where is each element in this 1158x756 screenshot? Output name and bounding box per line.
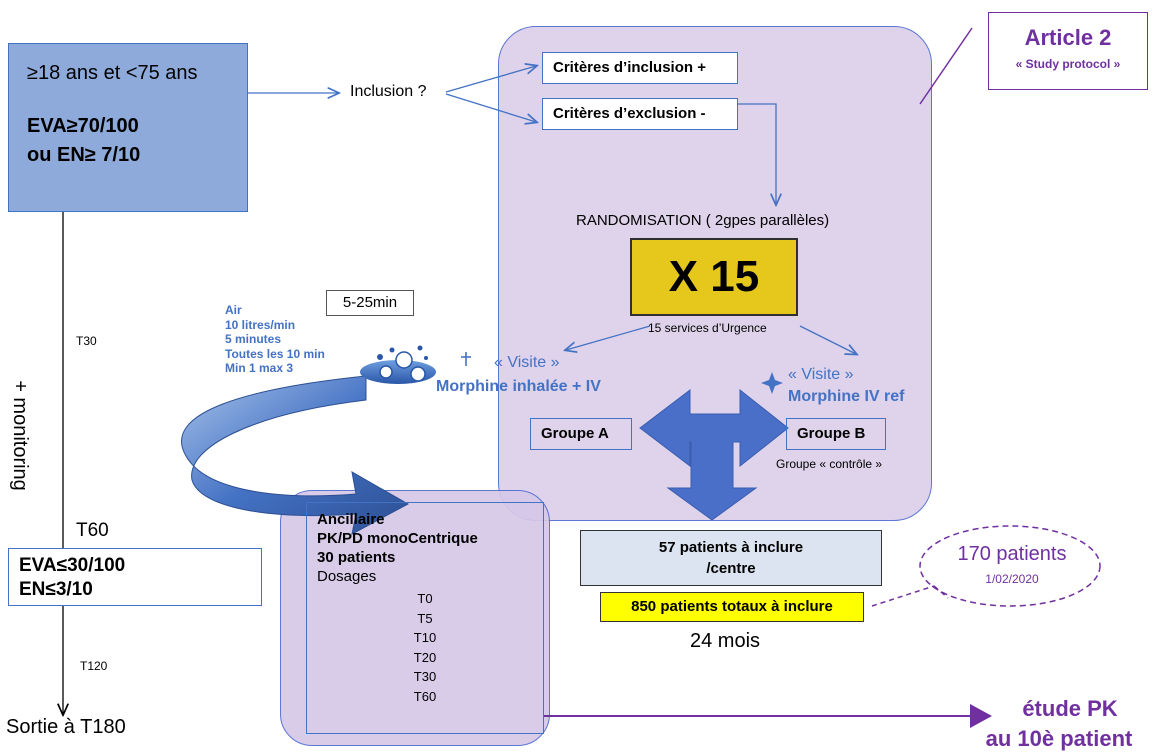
timeline-t30: T30 bbox=[76, 334, 97, 348]
eva-end: EVA≤30/100 bbox=[19, 555, 126, 576]
air-protocol-text: Air 10 litres/min 5 minutes Toutes les 1… bbox=[225, 303, 325, 376]
article-line bbox=[919, 27, 973, 105]
groupe-a-box: Groupe A bbox=[530, 418, 632, 450]
cloud-count: 170 patients bbox=[957, 543, 1067, 565]
swirl-arrow bbox=[180, 375, 410, 535]
cloud-date: 1/02/2020 bbox=[985, 572, 1039, 586]
arrow-to-visit-a bbox=[566, 325, 651, 350]
patients-per-center-line2: /centre bbox=[706, 560, 756, 577]
groupe-b-caption: Groupe « contrôle » bbox=[776, 457, 883, 471]
ancillary-patients: 30 patients bbox=[317, 549, 396, 566]
arrow-to-visit-b bbox=[799, 325, 856, 354]
ancillary-panel bbox=[280, 490, 550, 746]
dosage-time: T10 bbox=[413, 630, 437, 645]
air-line: Min 1 max 3 bbox=[225, 361, 294, 375]
inclusion-age-box: ≥18 ans et <75 ans EVA≥70/100 ou EN≥ 7/1… bbox=[8, 43, 248, 212]
arrow-to-randomisation bbox=[738, 103, 776, 204]
en-end: EN≤3/10 bbox=[19, 579, 93, 600]
arrow-to-inclusion-criteria bbox=[445, 66, 536, 93]
dosage-time: T20 bbox=[413, 649, 437, 665]
eva-end-box: EVA≤30/100 EN≤3/10 bbox=[8, 548, 262, 606]
exclusion-criteria-box: Critères d’exclusion - bbox=[542, 98, 738, 130]
article-subtitle: « Study protocol » bbox=[1015, 57, 1121, 71]
pk-study-line2: au 10è patient bbox=[985, 726, 1133, 751]
dosage-time: T30 bbox=[413, 669, 437, 684]
patients-total-box: 850 patients totaux à inclure bbox=[600, 592, 864, 622]
article-title: Article 2 bbox=[1024, 25, 1112, 50]
randomisation-label: RANDOMISATION ( 2gpes parallèles) bbox=[576, 212, 830, 229]
duration-label: 24 mois bbox=[690, 630, 761, 652]
patients-per-center-line1: 57 patients à inclure bbox=[658, 539, 804, 556]
visit-b-label: « Visite » bbox=[788, 366, 854, 383]
air-line: Toutes les 10 min bbox=[225, 346, 325, 361]
air-line: 5 minutes bbox=[225, 332, 282, 346]
article-box: Article 2 « Study protocol » bbox=[988, 12, 1148, 90]
pk-study-line1: étude PK bbox=[1022, 696, 1118, 721]
ancillary-dosages: Dosages bbox=[317, 568, 377, 585]
air-line: 10 litres/min bbox=[225, 317, 296, 332]
en-criterion: ou EN≥ 7/10 bbox=[27, 144, 141, 166]
timeline-exit: Sortie à T180 bbox=[6, 716, 126, 738]
ancillary-title: Ancillaire bbox=[317, 511, 385, 528]
patients-per-center-box: 57 patients à inclure /centre bbox=[580, 530, 882, 586]
dosage-time: T5 bbox=[417, 610, 433, 626]
air-line: Air bbox=[225, 303, 242, 317]
star-b-icon bbox=[761, 372, 783, 394]
t-arrow bbox=[639, 388, 789, 521]
visit-a-label: « Visite » bbox=[494, 354, 560, 371]
dosage-times: T0 T5 T10 T20 T30 T60 bbox=[317, 589, 533, 706]
monitoring-label: + monitoring bbox=[8, 380, 31, 491]
timeline-t60: T60 bbox=[76, 520, 109, 541]
dosage-time: T0 bbox=[417, 591, 433, 606]
services-label: 15 services d’Urgence bbox=[648, 321, 767, 335]
air-duration-box: 5-25min bbox=[326, 290, 414, 316]
patients-cloud bbox=[919, 525, 1101, 607]
inclusion-question: Inclusion ? bbox=[350, 83, 427, 100]
arrow-to-exclusion-criteria bbox=[445, 93, 536, 122]
ancillary-box: Ancillaire PK/PD monoCentrique 30 patien… bbox=[306, 502, 544, 734]
dosage-time: T60 bbox=[413, 688, 437, 704]
ancillary-pkpd: PK/PD monoCentrique bbox=[317, 530, 478, 547]
timeline-t120: T120 bbox=[80, 659, 108, 673]
eva-criterion: EVA≥70/100 bbox=[27, 115, 139, 137]
groupe-b-box: Groupe B bbox=[786, 418, 886, 450]
cross-a-icon bbox=[461, 352, 471, 366]
inclusion-criteria-box: Critères d’inclusion + bbox=[542, 52, 738, 84]
bubbles-icon bbox=[360, 345, 436, 384]
x15-box: X 15 bbox=[630, 238, 798, 316]
age-criterion: ≥18 ans et <75 ans bbox=[27, 62, 198, 84]
cloud-connector bbox=[871, 585, 949, 607]
visit-a-treatment: Morphine inhalée + IV bbox=[436, 378, 601, 395]
visit-b-treatment: Morphine IV ref bbox=[788, 388, 905, 405]
